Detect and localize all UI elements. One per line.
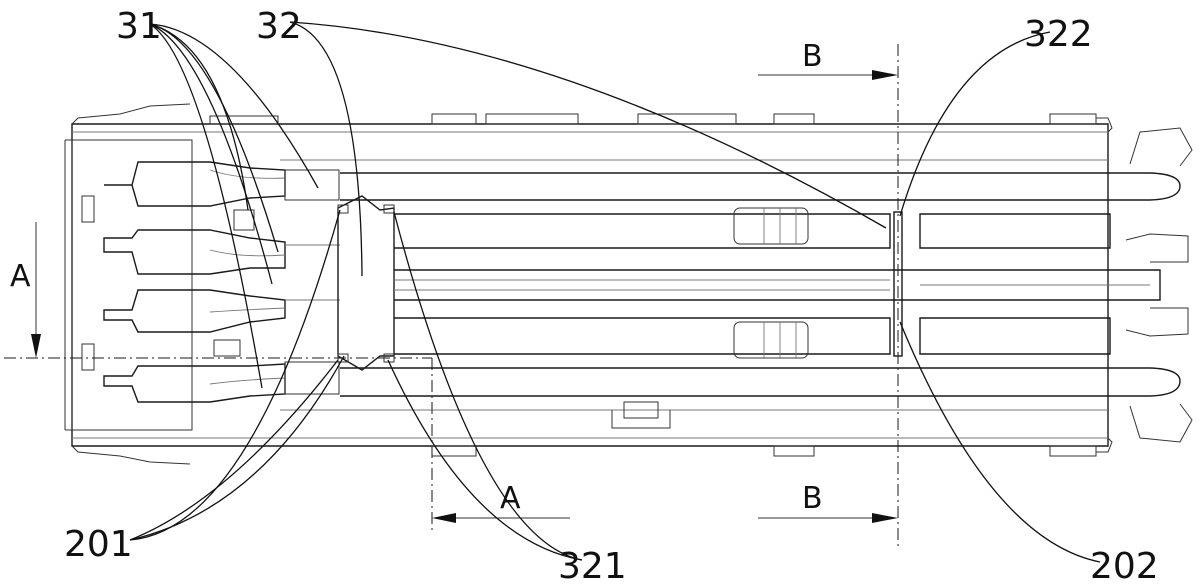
housing-outline [64,103,1113,465]
leader-lines [129,21,1101,563]
section-a-left-label: A [10,259,31,294]
section-b-bottom-label: B [802,481,823,516]
ref-201-label: 201 [64,524,133,565]
section-b-top-label: B [802,39,823,74]
cable-entry-block [71,139,286,431]
ref-32-label: 32 [256,6,302,47]
ref-31-label: 31 [116,6,162,47]
ref-321-label: 321 [558,546,627,587]
ref-202-label: 202 [1090,546,1159,587]
section-a-bottom-label: A [500,481,521,516]
terminal-blades [340,127,1193,443]
contact-holder [284,169,395,395]
ref-322-label: 322 [1024,14,1093,55]
section-lines [4,44,899,548]
